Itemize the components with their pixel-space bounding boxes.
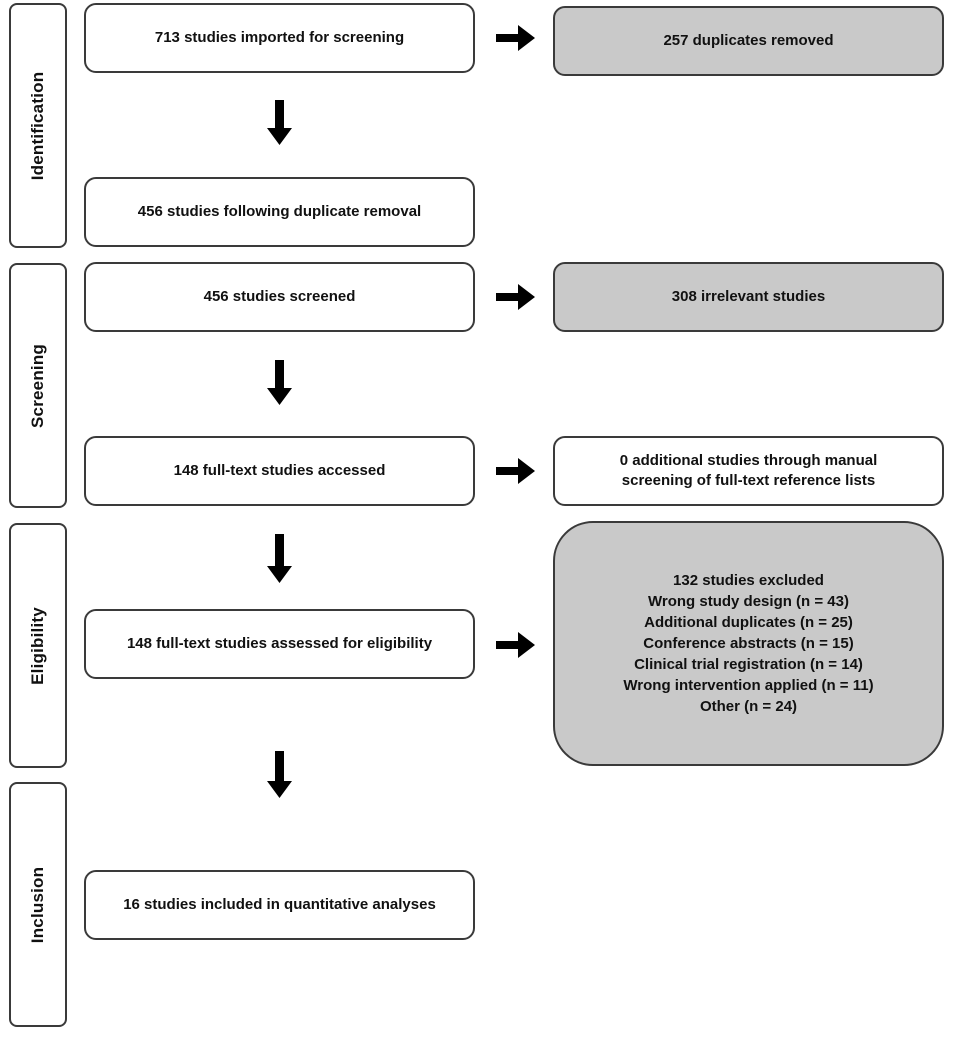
excluded-reason: Wrong intervention applied (n = 11): [623, 677, 874, 694]
excluded-reason: Clinical trial registration (n = 14): [634, 656, 863, 673]
box-full-text-accessed: 148 full-text studies accessed: [84, 436, 475, 506]
phase-identification: Identification: [9, 3, 67, 248]
box-manual-screening: 0 additional studies through manual scre…: [553, 436, 944, 506]
right-arrow-icon: [496, 284, 535, 310]
box-after-duplicates: 456 studies following duplicate removal: [84, 177, 475, 247]
phase-screening: Screening: [9, 263, 67, 508]
box-irrelevant: 308 irrelevant studies: [553, 262, 944, 332]
excluded-reason: Additional duplicates (n = 25): [644, 614, 853, 631]
right-arrow-icon: [496, 458, 535, 484]
excluded-reason: Wrong study design (n = 43): [648, 593, 849, 610]
excluded-reason: Conference abstracts (n = 15): [643, 635, 854, 652]
box-assessed: 148 full-text studies assessed for eligi…: [84, 609, 475, 679]
right-arrow-icon: [496, 25, 535, 51]
box-included: 16 studies included in quantitative anal…: [84, 870, 475, 940]
box-screened: 456 studies screened: [84, 262, 475, 332]
box-imported: 713 studies imported for screening: [84, 3, 475, 73]
phase-eligibility: Eligibility: [9, 523, 67, 768]
right-arrow-icon: [496, 632, 535, 658]
box-duplicates-removed: 257 duplicates removed: [553, 6, 944, 76]
down-arrow-icon: [267, 534, 292, 583]
down-arrow-icon: [267, 100, 292, 145]
box-excluded: 132 studies excluded Wrong study design …: [553, 521, 944, 766]
excluded-reason: Other (n = 24): [699, 698, 798, 715]
down-arrow-icon: [267, 751, 292, 798]
down-arrow-icon: [267, 360, 292, 405]
excluded-title: 132 studies excluded: [673, 572, 824, 589]
phase-inclusion: Inclusion: [9, 782, 67, 1027]
